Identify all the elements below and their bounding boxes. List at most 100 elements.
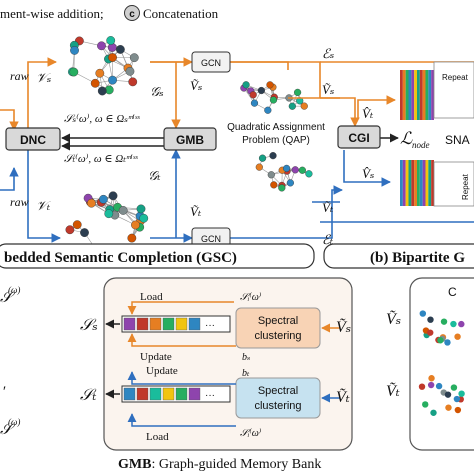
memory-bank-bottom: ···	[121, 385, 231, 403]
graph-node	[90, 78, 100, 88]
memory-slot	[175, 387, 188, 401]
graph-node	[267, 171, 275, 179]
graph-node	[242, 81, 250, 89]
cgi-label: CGI	[348, 131, 369, 145]
spectral-top-line2: clustering	[254, 330, 301, 342]
update-top: Update	[140, 351, 172, 363]
feature-stripe	[428, 70, 432, 120]
gsc-title: bedded Semantic Completion (GSC)	[4, 250, 237, 266]
cluster-dot	[428, 375, 435, 382]
feature-stripe	[411, 160, 415, 206]
feature-stripe	[428, 160, 432, 206]
label-vhat-s: V̂ₛ	[362, 166, 374, 181]
gsc-title-bar: bedded Semantic Completion (GSC)	[0, 243, 315, 269]
cluster-dot	[445, 404, 452, 411]
graph-node	[65, 225, 75, 235]
cluster-dot	[437, 337, 444, 344]
graph-node	[300, 102, 308, 110]
gmb-caption-text: : Graph-guided Memory Bank	[151, 457, 321, 472]
right-panel-c: C	[448, 285, 457, 299]
left-s1-omega: (ω)	[8, 285, 20, 295]
gmb-s-t: 𝒮ₜ	[80, 387, 97, 404]
feature-stripe	[431, 160, 434, 206]
qap-graph-bottom	[255, 152, 313, 192]
qap-label-line1: Quadratic Assignment	[227, 122, 325, 133]
graph-node	[106, 36, 116, 45]
repeat-top-label: Repeat	[442, 73, 469, 82]
graph-node	[99, 194, 108, 204]
graph-node	[249, 91, 257, 99]
repeat-bottom-label: Repeat	[461, 173, 470, 200]
bipartite-title: (b) Bipartite G	[370, 250, 465, 266]
memory-slot	[123, 387, 136, 401]
cluster-dot	[454, 333, 461, 340]
graph-node	[125, 66, 135, 76]
graph-node	[108, 191, 118, 201]
feature-stripe	[402, 160, 406, 206]
spectral-top: Spectral clustering	[235, 307, 321, 349]
left-s2-omega: (ω)	[8, 417, 20, 427]
cluster-dots-bottom	[418, 375, 465, 416]
memory-bank-dots: ···	[205, 390, 215, 401]
graph-node	[255, 163, 263, 171]
gmb-caption-bold: GMB	[118, 457, 151, 472]
graph-node	[87, 198, 96, 208]
graph-node	[270, 181, 278, 189]
cluster-dot	[422, 401, 429, 408]
update-bottom: Update	[146, 365, 178, 377]
cluster-dot	[427, 381, 435, 389]
graph-node	[286, 179, 294, 187]
cluster-dot	[444, 339, 451, 346]
right-v-tilde-s: Ṽₛ	[386, 309, 401, 328]
label-v-s: 𝒱ₛ	[36, 70, 51, 85]
cluster-dot	[458, 320, 465, 328]
gcn-bottom-box: GCN	[191, 227, 231, 249]
graph-node	[127, 233, 137, 243]
feature-stripe	[402, 70, 406, 120]
graph-node	[70, 46, 79, 55]
dnc-box: DNC	[5, 127, 61, 151]
sna-label: SNA	[445, 133, 470, 147]
repeat-block-top: Repeat	[400, 61, 474, 120]
graph-node	[305, 170, 313, 178]
l-node-symbol: ℒ	[400, 129, 413, 148]
feature-stripe	[414, 70, 417, 120]
gmb-label: GMB	[176, 133, 204, 147]
right-v-tilde-t: Ṽₜ	[386, 381, 400, 400]
gmb-bottom-arrows	[127, 371, 340, 427]
b-s: bₛ	[242, 352, 250, 363]
label-s-t-miss: 𝒮ₜ⁽ω⁾, ω ∈ Ωₜᵐⁱˢˢ	[64, 153, 138, 165]
s-i-omega-bottom: 𝒮ᵢ⁽ω⁾	[240, 428, 262, 439]
gmb-panel	[103, 277, 353, 451]
memory-slot	[136, 317, 149, 331]
cluster-dot	[458, 390, 465, 397]
graph-node	[69, 67, 79, 77]
qap-graph-top	[240, 81, 308, 114]
graph-node	[288, 102, 296, 110]
cluster-dot	[450, 384, 458, 391]
feature-stripe	[414, 160, 417, 206]
memory-slot	[188, 317, 201, 331]
cluster-dot	[418, 383, 426, 390]
cluster-dot	[430, 409, 437, 416]
graph-node	[95, 68, 105, 78]
gcn-top-box: GCN	[191, 51, 231, 73]
feature-stripe	[405, 70, 409, 120]
b-t: bₜ	[242, 368, 250, 379]
gcn-bottom-label: GCN	[201, 234, 221, 244]
graph-gs	[67, 36, 139, 96]
label-v-t: 𝒱ₜ	[36, 198, 51, 213]
label-vtilde-s-right: Ṽₛ	[322, 82, 334, 97]
graph-node	[264, 106, 272, 114]
memory-slot	[123, 317, 136, 331]
graph-node	[118, 206, 128, 215]
feature-stripe	[408, 160, 412, 206]
blue-flow-arrows	[0, 149, 391, 243]
feature-stripe	[431, 70, 434, 120]
graph-node	[269, 96, 278, 104]
graph-node	[129, 53, 139, 63]
graph-node	[291, 166, 299, 174]
graph-node	[282, 164, 291, 173]
left-prime: ′	[2, 384, 6, 400]
cluster-dot	[427, 316, 434, 323]
